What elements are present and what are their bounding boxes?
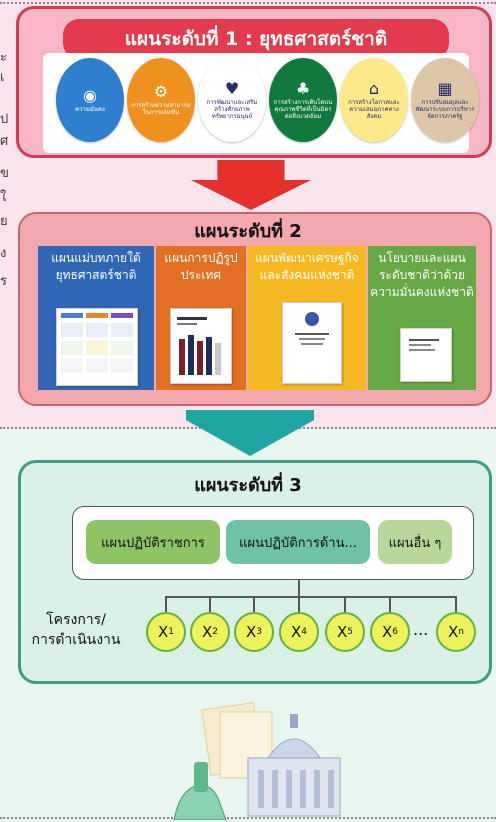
plan-title: แผนพัฒนาเศรษฐกิจและสังคมแห่งชาติ (255, 251, 359, 282)
node-subscript: 3 (256, 627, 262, 637)
node-subscript: 5 (347, 627, 353, 637)
connector-drop (455, 596, 457, 612)
side-text-3: ป (0, 112, 9, 127)
strategy-3-circle: ♥การพัฒนาและเสริมสร้างศักยภาพทรัพยากรมนุ… (198, 58, 266, 142)
strategy-6-text: การปรับสมดุลและพัฒนาระบบการบริหารจัดการภ… (415, 98, 475, 120)
node-letter: X (381, 623, 393, 641)
strategy-1-circle: ◉ความมั่นคง (56, 58, 124, 142)
connector-drop (298, 596, 300, 612)
competitiveness-icon: ⚙ (153, 82, 169, 101)
social-equality-icon: ⌂ (368, 78, 380, 98)
strategy-2-circle: ⚙การสร้างความสามารถในการแข่งขัน (127, 58, 195, 142)
strategy-5-text: การสร้างโอกาสและความเสมอภาคทางสังคม (348, 98, 400, 120)
projects-label-line2: การดำเนินงาน (31, 632, 121, 648)
top-dotted-divider (0, 2, 496, 4)
security-icon: ◉ (83, 85, 97, 105)
level1-title: แผนระดับที่ 1 : ยุทธศาสตร์ชาติ (63, 19, 449, 59)
node-letter: X (157, 623, 169, 641)
node-letter: X (290, 623, 302, 641)
node-letter: X (336, 623, 348, 641)
node-letter: X (245, 623, 257, 641)
plan-title: แผนแม่บทภายใต้ยุทธศาสตร์ชาติ (51, 251, 141, 282)
security-doc-icon (409, 339, 439, 351)
connector-drop (209, 596, 211, 612)
document-thumbnail (170, 308, 232, 384)
side-text-4: ศ (0, 134, 9, 149)
plan-operational: แผนปฏิบัติการด้าน... (226, 520, 370, 564)
hands-icon (173, 762, 227, 820)
public-admin-icon: ▦ (437, 78, 453, 98)
connector-drop (389, 596, 391, 612)
document-thumbnail (400, 328, 452, 382)
strategy-4-text: การสร้างการเติบโตบนคุณภาพชีวิตที่เป็นมิต… (273, 98, 333, 120)
connector-vertical (298, 580, 300, 596)
plan-reform: แผนการปฏิรูปประเทศ (156, 246, 246, 390)
connector-drop (344, 596, 346, 612)
node-subscript: 4 (301, 627, 307, 637)
level2-title: แผนระดับที่ 2 (194, 221, 302, 242)
nodes-ellipsis: ... (413, 620, 429, 639)
side-text-7: ย (0, 214, 8, 229)
strategy-1-text: ความมั่นคง (75, 105, 105, 113)
emblem-doc-icon (295, 312, 329, 345)
strategy-4-circle: ♣การสร้างการเติบโตบนคุณภาพชีวิตที่เป็นมิ… (269, 58, 337, 142)
strategy-6-circle: ▦การปรับสมดุลและพัฒนาระบบการบริหารจัดการ… (411, 58, 479, 142)
plan-national-security: นโยบายและแผนระดับชาติว่าด้วยความมั่นคงแห… (368, 246, 476, 390)
projects-label-line1: โครงการ/ (46, 612, 106, 628)
level3-title: แผนระดับที่ 3 (194, 475, 302, 496)
strategy-2-text: การสร้างความสามารถในการแข่งขัน (131, 102, 191, 116)
plan-master-plan: แผนแม่บทภายใต้ยุทธศาสตร์ชาติ (38, 246, 154, 390)
strategy-3-text: การพัฒนาและเสริมสร้างศักยภาพทรัพยากรมนุษ… (206, 98, 258, 120)
plan-government-action: แผนปฏิบัติราชการ (86, 520, 220, 564)
projects-label: โครงการ/ การดำเนินงาน (28, 610, 124, 650)
node-subscript: 1 (168, 627, 174, 637)
bottom-dotted-divider (0, 817, 496, 819)
dome-building-icon (247, 714, 341, 817)
connector-horizontal (166, 596, 456, 598)
side-text-5: ข (0, 166, 9, 181)
reform-doc-icon (177, 317, 221, 375)
side-text-2: เ (0, 70, 5, 85)
node-subscript: n (458, 627, 464, 637)
connector-drop (165, 596, 167, 612)
node-letter: X (448, 623, 459, 641)
human-development-icon: ♥ (224, 78, 240, 98)
side-text-1: ะ (0, 50, 7, 65)
side-text-9: ร (0, 274, 7, 289)
strategy-5-circle: ⌂การสร้างโอกาสและความเสมอภาคทางสังคม (340, 58, 408, 142)
government-building-illustration (173, 702, 341, 820)
connector-drop (253, 596, 255, 612)
plan-title: แผนการปฏิรูปประเทศ (164, 251, 238, 282)
node-letter: X (201, 623, 213, 641)
side-text-8: ง (0, 246, 7, 261)
plan-title: นโยบายและแผนระดับชาติว่าด้วยความมั่นคงแห… (370, 251, 474, 299)
side-text-6: ใ (0, 190, 7, 205)
document-thumbnail (56, 308, 138, 386)
node-subscript: 6 (392, 627, 398, 637)
document-thumbnail (282, 302, 342, 384)
plan-others: แผนอื่น ๆ (378, 520, 452, 564)
plan-economic-social: แผนพัฒนาเศรษฐกิจและสังคมแห่งชาติ (248, 246, 366, 390)
grid-doc-icon (61, 313, 133, 373)
node-subscript: 2 (212, 627, 218, 637)
environment-icon: ♣ (295, 78, 311, 98)
